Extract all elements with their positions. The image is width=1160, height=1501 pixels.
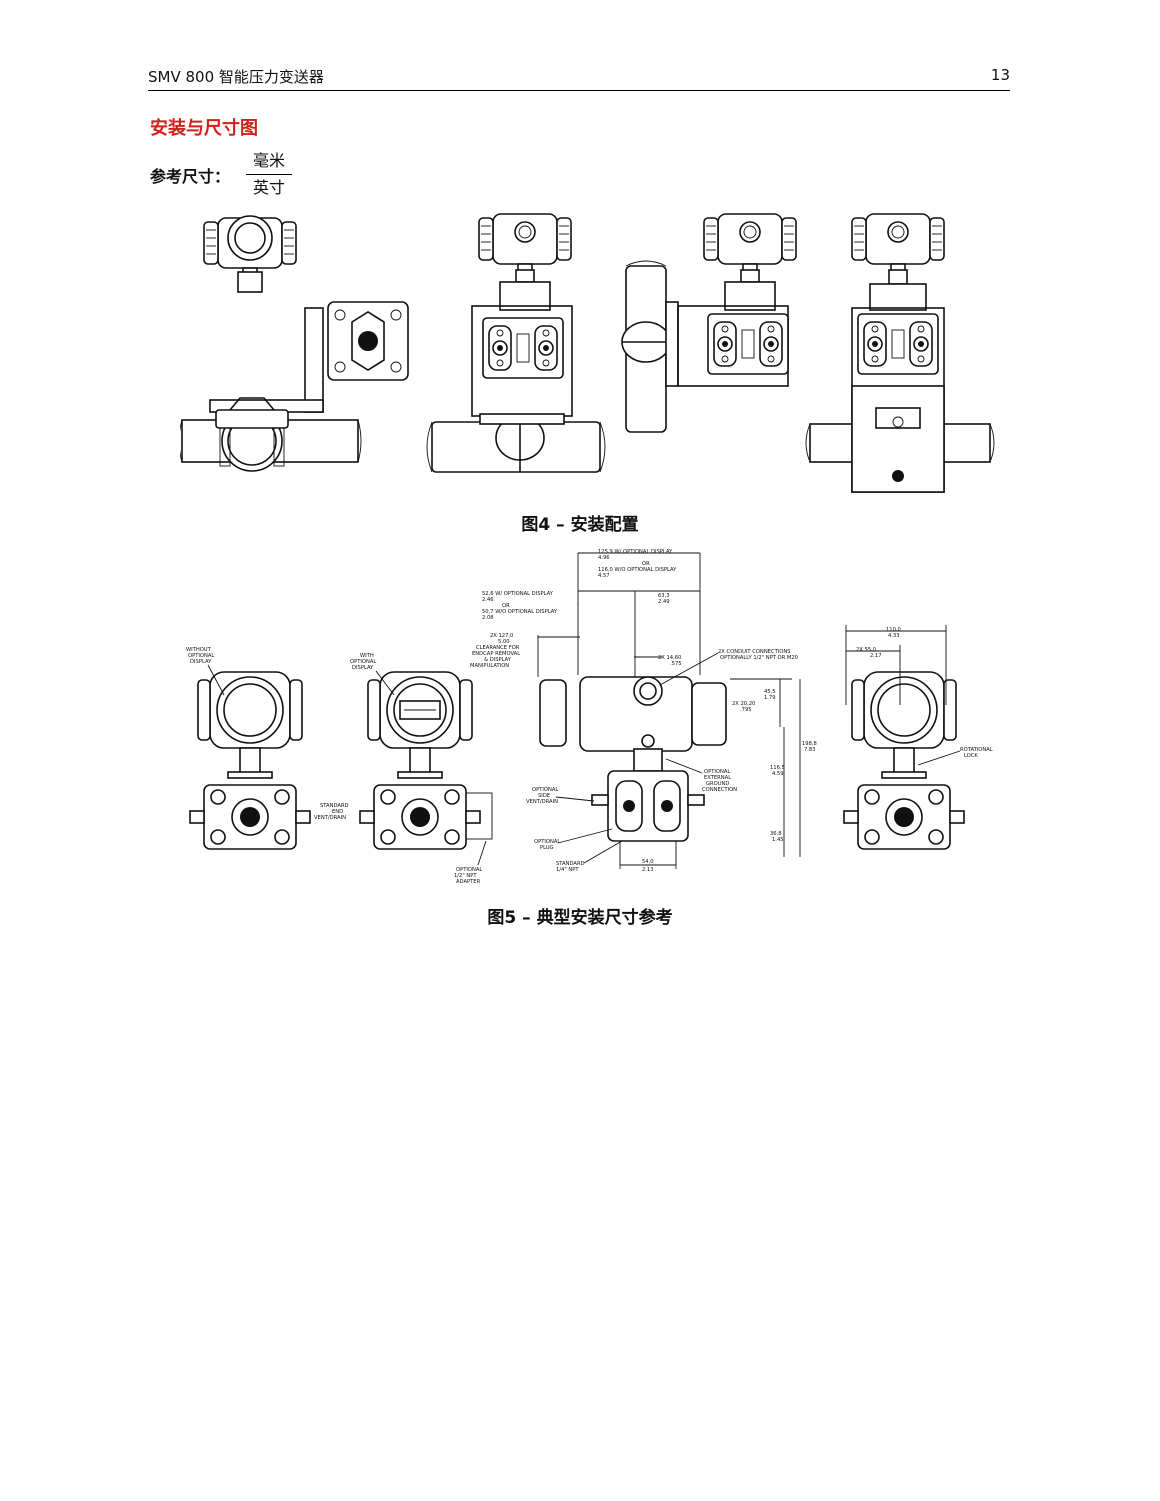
dim-110-2: 4.33 [888,633,900,639]
dim-55-1: 2X 55,0 [856,647,876,653]
label-without-display-2: OPTIONAL [188,653,214,659]
label-std-npt-2: 1/4" NPT [556,867,579,873]
figure-4-caption: 图4 – 安装配置 [521,515,639,535]
label-ext-ground-4: CONNECTION [702,787,737,793]
label-ext-ground-3: GROUND [706,781,729,787]
label-std-npt-1: STANDARD [556,861,585,867]
dim-45-2: 1.79 [764,695,776,701]
reference-dimension-label: 参考尺寸： [150,167,231,186]
dim-52-4: 50,7 W/O OPTIONAL DISPLAY [482,609,558,615]
label-side-vent-1: OPTIONAL [532,787,558,793]
label-with-display-2: OPTIONAL [350,659,376,665]
label-ext-ground-1: OPTIONAL [704,769,730,775]
mounting-view-4 [805,213,995,493]
document-title: SMV 800 智能压力变送器 [148,68,324,86]
page-header: SMV 800 智能压力变送器 13 [148,64,1010,91]
dim-20-1: 2X 20,20 [732,701,755,707]
label-optional-adapter-3: ADAPTER [456,879,481,885]
label-std-end-vent-3: VENT/DRAIN [314,815,346,821]
label-conduit-1: 2X CONDUIT CONNECTIONS [718,649,791,655]
mounting-view-3 [621,213,797,433]
label-optional-adapter-1: OPTIONAL [456,867,482,873]
unit-millimeter: 毫米 [252,151,285,170]
unit-inch: 英寸 [252,178,285,197]
dim-clearance-4: ENDCAP REMOVAL [472,651,520,657]
dim-52-3: OR [502,603,510,609]
dim-36-2: 1.45 [772,837,784,843]
label-ext-ground-2: EXTERNAL [704,775,731,781]
dim-52-1: 52,6 W/ OPTIONAL DISPLAY [482,591,554,597]
dim-125-3: OR [642,561,650,567]
dim-36-1: 36,8 [770,831,782,837]
label-side-vent-2: SIDE [538,793,550,799]
side-view-dimensioned: 125,9 W/ OPTIONAL DISPLAY 4.96 OR 116,0 … [470,549,817,873]
dim-116-2: 4.59 [772,771,784,777]
mounting-view-2 [426,213,606,473]
figure-5-caption: 图5 – 典型安装尺寸参考 [487,908,673,928]
page-number: 13 [990,66,1010,84]
dim-clearance-3: CLEARANCE FOR [476,645,520,651]
label-std-end-vent-1: STANDARD [320,803,349,809]
dim-20-2: .795 [740,707,752,713]
dim-52-5: 2.08 [482,615,494,621]
dim-14-1: 2X 14,60 [658,655,681,661]
dim-125-4: 116,0 W/O OPTIONAL DISPLAY [598,567,677,573]
dim-125-1: 125,9 W/ OPTIONAL DISPLAY [598,549,673,555]
label-rot-lock-1: ROTATIONAL [960,747,993,753]
figure-4-mounting-drawing [180,210,1010,500]
dim-45-1: 45,5 [764,689,776,695]
label-without-display-1: WITHOUT [186,647,212,653]
dim-125-2: 4.96 [598,555,610,561]
dim-63-1: 63,3 [658,593,670,599]
dim-198-2: 7.83 [804,747,816,753]
rear-view-dimensioned: 110,0 4.33 2X 55,0 2.17 ROTATIONAL LOCK [843,625,993,850]
figure-5-dimension-drawing: WITHOUT OPTIONAL DISPLAY WITH OPTIONAL D… [180,545,1000,890]
dim-clearance-6: MANIPULATION [470,663,509,669]
label-std-end-vent-2: END [332,809,343,815]
dim-clearance-5: & DISPLAY [484,657,512,663]
mounting-view-1 [180,215,409,472]
dim-14-2: .575 [670,661,682,667]
label-with-display-3: DISPLAY [352,665,374,671]
dim-clearance-2: 5.00 [498,639,510,645]
label-rot-lock-2: LOCK [964,753,978,759]
dim-110-1: 110,0 [886,627,901,633]
dim-54-1: 54,0 [642,859,654,865]
label-side-vent-3: VENT/DRAIN [526,799,558,805]
section-title: 安装与尺寸图 [150,118,258,139]
front-view-without-display: WITHOUT OPTIONAL DISPLAY [186,647,311,850]
label-opt-plug-1: OPTIONAL [534,839,560,845]
front-view-with-display: WITH OPTIONAL DISPLAY STANDARD END VENT/… [314,653,493,885]
fraction-bar [246,174,292,175]
dim-54-2: 2.13 [642,867,654,873]
dim-63-2: 2.49 [658,599,670,605]
unit-fraction: 毫米 英寸 [246,150,292,199]
label-optional-adapter-2: 1/2" NPT [454,873,477,879]
label-conduit-2: OPTIONALLY 1/2" NPT OR M20 [720,655,798,661]
label-opt-plug-2: PLUG [540,845,554,851]
dim-125-5: 4.57 [598,573,610,579]
dim-55-2: 2.17 [870,653,882,659]
dim-52-2: 2.46 [482,597,494,603]
label-with-display-1: WITH [360,653,374,659]
label-without-display-3: DISPLAY [190,659,212,665]
dim-116-1: 116,5 [770,765,785,771]
dim-198-1: 198,8 [802,741,817,747]
dim-clearance-1: 2X 127,0 [490,633,513,639]
